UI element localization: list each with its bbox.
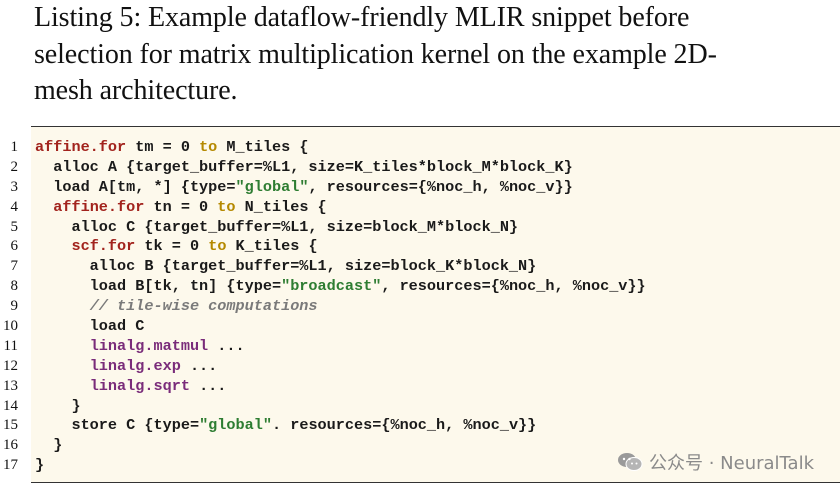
code-token	[35, 297, 90, 315]
code-line: // tile-wise computations	[35, 297, 646, 317]
code-token-op: linalg.sqrt	[89, 376, 190, 395]
code-token: ...	[189, 376, 227, 395]
line-number: 6	[10, 238, 19, 255]
code-line: load B[tk, tn] {type="broadcast", resour…	[35, 277, 646, 297]
line-number: 11	[3, 337, 18, 354]
code-token: ...	[208, 336, 245, 355]
code-line: linalg.sqrt ...	[35, 377, 646, 397]
code-token: load C	[35, 317, 145, 336]
code-token: . resources={%noc_h, %noc_v}}	[271, 416, 537, 435]
code-token: M_tiles {	[217, 138, 309, 156]
code-token: }	[35, 436, 63, 455]
line-number: 5	[10, 218, 19, 235]
code-line: linalg.matmul ...	[35, 337, 646, 357]
code-token	[35, 237, 71, 255]
line-number: 1	[10, 139, 19, 155]
code-listing: affine.for tm = 0 to M_tiles { alloc A {…	[35, 138, 646, 476]
code-token	[35, 357, 90, 375]
watermark: 公众号 · NeuralTalk	[617, 449, 814, 475]
line-number: 17	[3, 457, 18, 474]
code-token: }	[35, 456, 45, 475]
code-line: load C	[35, 317, 646, 337]
code-token-op: linalg.exp	[89, 356, 181, 375]
code-token: tn = 0	[144, 197, 218, 216]
code-listing-box	[31, 126, 840, 483]
line-number: 10	[3, 318, 18, 335]
code-token-kw2: to	[217, 197, 236, 216]
code-token: load A[tm, *] {type=	[35, 177, 236, 196]
code-line: affine.for tm = 0 to M_tiles {	[35, 138, 646, 158]
code-line: alloc A {target_buffer=%L1, size=K_tiles…	[35, 158, 646, 178]
code-token: ...	[180, 356, 218, 375]
code-token: , resources={%noc_h, %noc_v}}	[308, 177, 573, 196]
caption-line-1: Listing 5: Example dataflow-friendly MLI…	[34, 2, 690, 33]
code-token	[35, 337, 90, 355]
code-token-kw: affine.for	[53, 197, 145, 216]
code-token-str: "global"	[235, 177, 309, 196]
code-token: , resources={%noc_h, %noc_v}}	[381, 277, 646, 296]
code-token: N_tiles {	[235, 197, 327, 216]
code-token-kw: affine.for	[35, 138, 127, 156]
line-number: 3	[10, 178, 19, 195]
code-line: store C {type="global". resources={%noc_…	[35, 416, 646, 436]
code-token-str: "broadcast"	[281, 277, 382, 296]
watermark-text: 公众号 · NeuralTalk	[648, 453, 814, 474]
code-line: load A[tm, *] {type="global", resources=…	[35, 178, 646, 198]
line-number: 14	[3, 397, 18, 414]
code-token: alloc C {target_buffer=%L1, size=block_M…	[35, 217, 519, 236]
line-number: 16	[3, 437, 18, 454]
code-token	[35, 198, 53, 216]
line-number: 7	[10, 258, 19, 275]
code-line: }	[35, 397, 646, 417]
wechat-icon	[617, 452, 643, 472]
line-number: 13	[3, 377, 18, 394]
code-line: }	[35, 436, 646, 456]
code-line: scf.for tk = 0 to K_tiles {	[35, 237, 646, 257]
code-token: alloc A {target_buffer=%L1, size=K_tiles…	[35, 157, 573, 176]
code-token: alloc B {target_buffer=%L1, size=block_K…	[35, 257, 537, 276]
code-token-str: "global"	[199, 416, 272, 435]
code-token-kw: scf.for	[71, 237, 136, 256]
code-token: store C {type=	[35, 416, 200, 435]
code-token-op: linalg.matmul	[89, 336, 209, 355]
code-token: tk = 0	[135, 237, 209, 256]
code-token-kw2: to	[199, 138, 218, 156]
line-number: 4	[10, 198, 19, 215]
caption-line-2: selection for matrix multiplication kern…	[34, 38, 717, 70]
code-token-cmt: // tile-wise computations	[89, 297, 318, 316]
code-token: load B[tk, tn] {type=	[35, 277, 282, 296]
listing-caption: Listing 5: Example dataflow-friendly MLI…	[34, 0, 836, 110]
code-line: }	[35, 456, 646, 476]
code-token	[35, 377, 90, 395]
code-line: affine.for tn = 0 to N_tiles {	[35, 198, 646, 218]
line-number: 2	[10, 158, 19, 175]
code-token-kw2: to	[208, 237, 227, 256]
code-line: linalg.exp ...	[35, 357, 646, 377]
code-token: }	[35, 396, 81, 415]
line-number: 9	[10, 298, 19, 315]
line-number: 12	[3, 357, 18, 374]
code-token: tm = 0	[126, 138, 200, 156]
code-line: alloc B {target_buffer=%L1, size=block_K…	[35, 257, 646, 277]
caption-line-3: mesh architecture.	[34, 75, 238, 106]
code-token: K_tiles {	[226, 237, 318, 256]
line-number: 8	[10, 278, 19, 295]
line-number: 15	[3, 417, 18, 434]
code-line: alloc C {target_buffer=%L1, size=block_M…	[35, 218, 646, 238]
